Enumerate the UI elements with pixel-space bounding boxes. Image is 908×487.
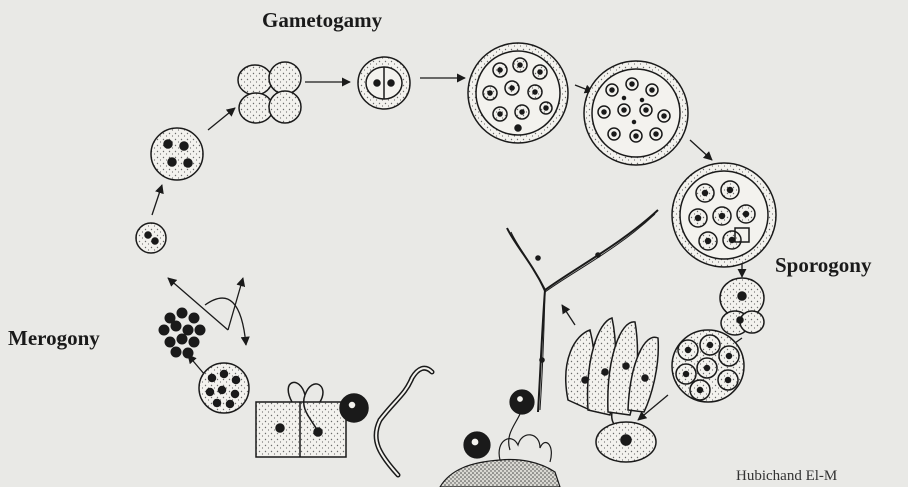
arrow-curve [205, 298, 246, 345]
arrow-6 [690, 140, 712, 160]
arrow-11 [228, 278, 243, 330]
four-cell-cluster [238, 62, 301, 123]
arrow-10 [562, 305, 575, 325]
mature-oocyst [584, 61, 688, 165]
early-oocyst [468, 43, 568, 143]
vermiform-inner [376, 368, 432, 475]
arrow-2 [208, 108, 235, 130]
credit-label: Hubichand El-M [736, 468, 837, 485]
meront [199, 363, 249, 413]
multinucleate-cell [151, 128, 203, 180]
dark-spore-1 [340, 394, 368, 422]
sporozoite-bundle [566, 318, 659, 462]
sporogony-label: Sporogony [775, 253, 871, 278]
sporoblast-oocyst [672, 163, 776, 267]
arrow-1 [152, 185, 162, 215]
arrow-13 [188, 355, 205, 375]
sporocyst-division [720, 278, 764, 335]
merogony-label: Merogony [8, 326, 100, 351]
uninucleate-meront [136, 223, 166, 253]
merozoite-cluster [159, 308, 205, 358]
host-tissue-right [440, 390, 560, 487]
zygote-pair [358, 57, 410, 109]
gametogamy-label: Gametogamy [262, 8, 382, 33]
host-tissue-left [256, 382, 346, 457]
sporocyst-rosette [672, 330, 744, 402]
